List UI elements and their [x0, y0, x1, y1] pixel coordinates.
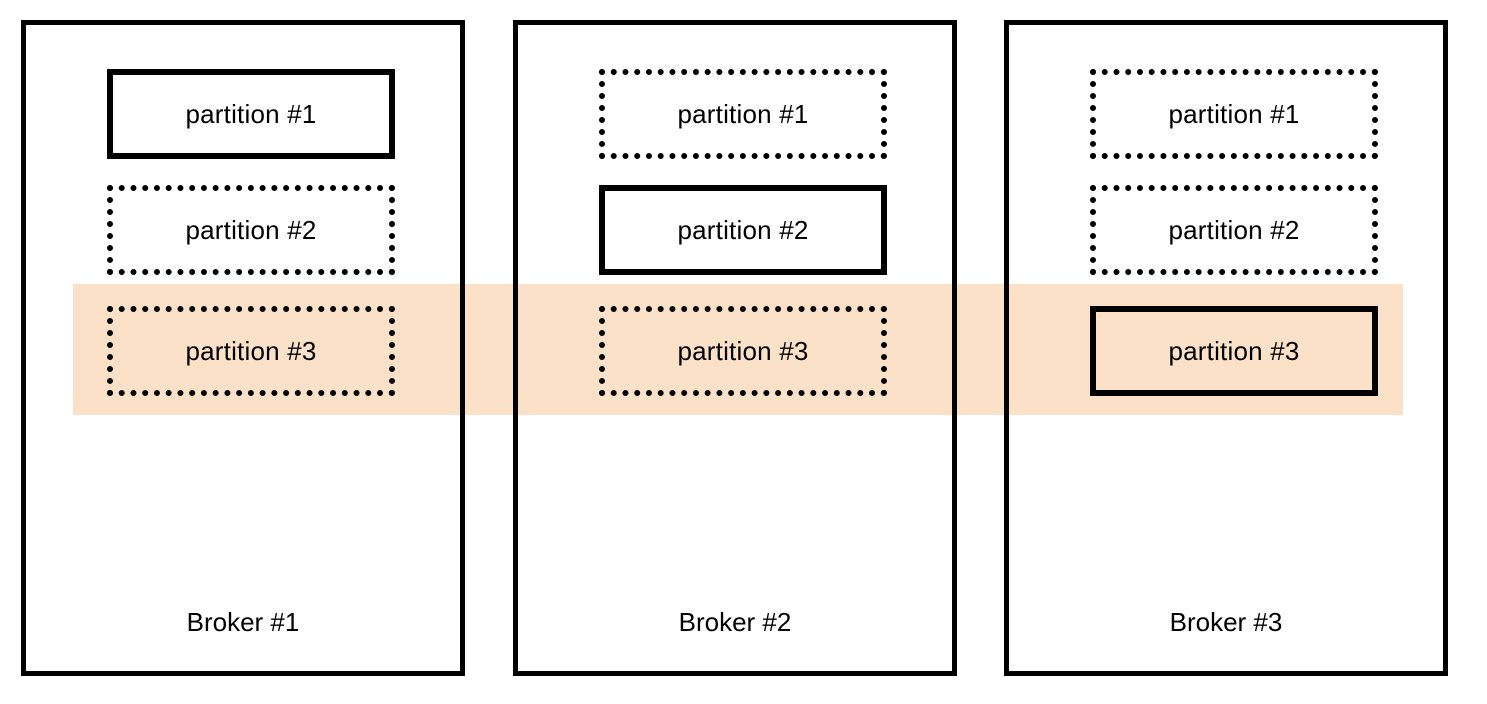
broker-1-partition-3-replica: partition #3	[107, 306, 395, 396]
broker-2-partition-1-replica: partition #1	[599, 69, 887, 159]
partition-label: partition #3	[677, 335, 809, 366]
broker-1-box: partition #1 partition #2 partition #3 B…	[21, 20, 465, 676]
broker-3-label: Broker #3	[1169, 607, 1283, 637]
broker-2-partition-2-leader: partition #2	[599, 185, 887, 275]
broker-2-partition-3-replica: partition #3	[599, 306, 887, 396]
broker-3-partition-3-leader: partition #3	[1090, 306, 1378, 396]
partition-label: partition #2	[185, 214, 317, 245]
partition-label: partition #1	[677, 98, 809, 129]
broker-1-label: Broker #1	[186, 607, 300, 637]
partition-label: partition #3	[185, 335, 317, 366]
broker-3-partition-1-replica: partition #1	[1090, 69, 1378, 159]
partition-label: partition #1	[1168, 98, 1300, 129]
broker-3-partition-2-replica: partition #2	[1090, 185, 1378, 275]
broker-3-box: partition #1 partition #2 partition #3 B…	[1004, 20, 1448, 676]
partition-label: partition #3	[1168, 335, 1300, 366]
broker-1-partition-2-replica: partition #2	[107, 185, 395, 275]
partition-label: partition #2	[677, 214, 809, 245]
broker-2-box: partition #1 partition #2 partition #3 B…	[513, 20, 957, 676]
broker-2-label: Broker #2	[678, 607, 792, 637]
partition-label: partition #1	[185, 98, 317, 129]
broker-1-partition-1-leader: partition #1	[107, 69, 395, 159]
partition-label: partition #2	[1168, 214, 1300, 245]
